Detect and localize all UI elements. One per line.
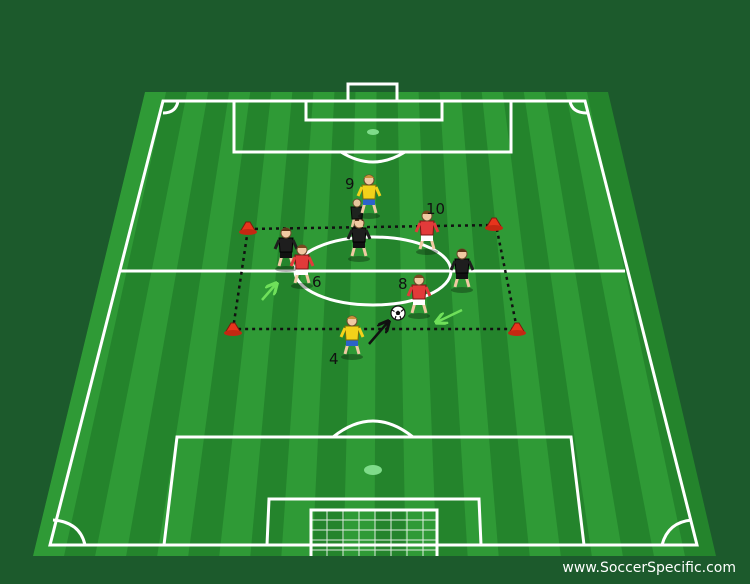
player-number-10: 10 [426,200,445,218]
grass-stripe [343,92,377,556]
grass-stripe [565,92,685,556]
player-number-6: 6 [312,273,322,291]
black-player [273,227,299,272]
yellow-player-4 [339,315,365,360]
pitch-grass [33,92,716,556]
player-number-4: 4 [329,350,339,368]
black-player [350,198,364,228]
corner-arc-top-right [568,100,588,115]
top-goal-area [304,101,444,122]
yellow-player-9 [356,174,382,219]
players [273,174,475,360]
cone-icon [224,322,242,336]
cone-icon [485,217,503,231]
cones [224,217,526,336]
movement-arrows [261,284,463,322]
player-number-8: 8 [398,275,408,293]
movement-arrow [437,308,463,322]
touchline-boundary [48,99,699,547]
bottom-goal [309,508,439,556]
grass-stripe [397,92,437,556]
pass-arrow [368,322,388,345]
grass-stripe [33,92,167,556]
top-penalty-arc [340,150,406,164]
cone-icon [508,322,526,336]
grass-stripe [281,92,335,556]
bottom-penalty-arc [332,419,414,439]
red-player-10 [414,210,440,255]
black-player [346,217,372,262]
movement-arrow [261,284,276,301]
corner-arc-top-left [162,100,180,115]
bottom-penalty-spot [364,465,382,475]
watermark-text: www.SoccerSpecific.com [562,560,736,576]
bottom-penalty-area [162,435,586,546]
corner-arc-bottom-left [52,518,87,546]
pitch-markings [48,82,699,547]
cone-icon [239,221,257,235]
bottom-goal-area [265,497,483,546]
grass-stripe [219,92,293,556]
grass-stripe [439,92,499,556]
red-player-8 [406,274,432,319]
player-number-9: 9 [345,175,355,193]
grass-stripe [481,92,561,556]
corner-arc-bottom-right [660,518,693,546]
grass-stripe [157,92,251,556]
player-numbers: 9 10 8 6 4 [312,175,445,368]
grass-stripe [95,92,209,556]
grass-stripe [523,92,623,556]
centre-circle [293,235,453,307]
black-player [449,248,475,293]
top-goal [346,82,399,100]
top-penalty-area [232,101,513,154]
red-player-6 [289,244,315,289]
soccer-ball-icon [390,305,406,321]
top-penalty-spot [367,129,379,135]
